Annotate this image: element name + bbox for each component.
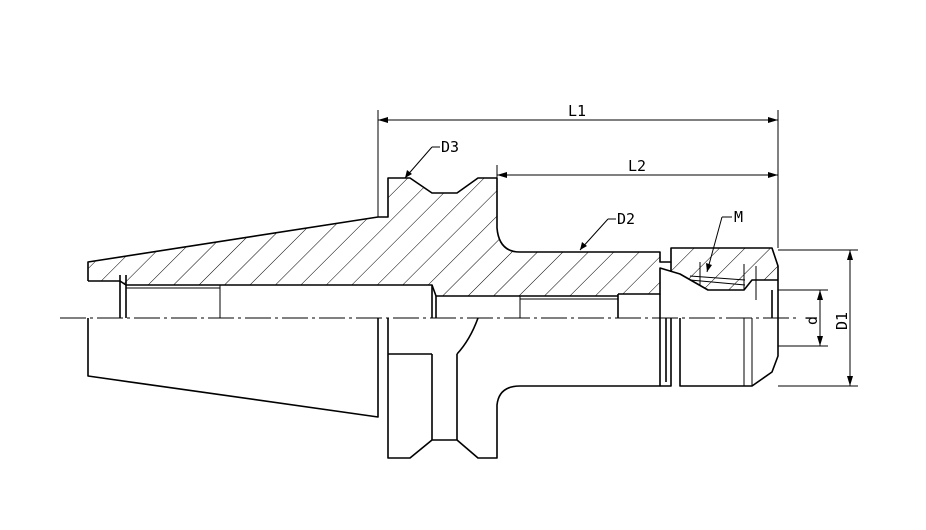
label-l2: L2: [628, 157, 646, 175]
label-d: d: [803, 316, 821, 325]
dimension-d1: D1: [778, 249, 858, 387]
leader-d2: D2: [579, 210, 635, 251]
dimension-d: d: [778, 289, 828, 347]
leader-m: M: [706, 208, 743, 273]
label-d3: D3: [441, 138, 459, 156]
leader-d3: D3: [404, 138, 459, 179]
label-m: M: [734, 208, 743, 226]
holder-outline-lower: [87, 317, 779, 459]
section-hatching: [88, 178, 778, 296]
label-l1: L1: [568, 102, 586, 120]
label-d1: D1: [833, 312, 851, 330]
dimension-l1: L1: [377, 102, 779, 248]
dimension-l2: L2: [496, 157, 778, 178]
label-d2: D2: [617, 210, 635, 228]
holder-outline-upper: [87, 177, 779, 318]
